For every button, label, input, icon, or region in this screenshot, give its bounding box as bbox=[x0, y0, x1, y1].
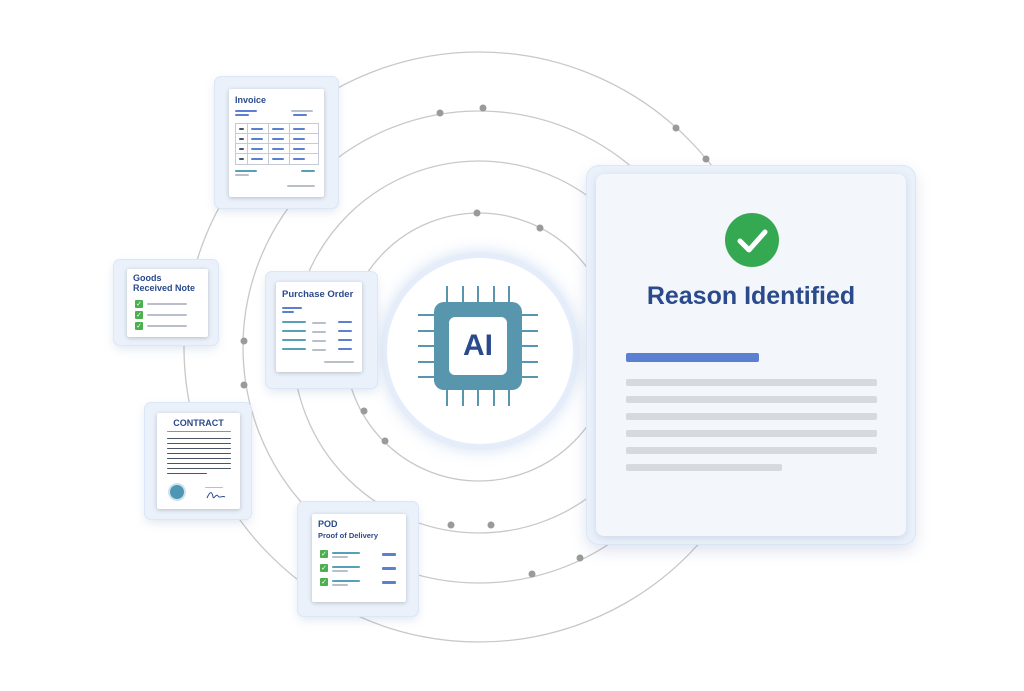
result-text-line bbox=[626, 413, 877, 420]
invoice-document: Invoice bbox=[229, 89, 324, 197]
checkbox-checked-icon: ✓ bbox=[135, 311, 143, 319]
purchase-order-document: Purchase Order bbox=[276, 282, 362, 372]
checkbox-checked-icon: ✓ bbox=[320, 578, 328, 586]
goods-received-note-title-line2: Received Note bbox=[133, 283, 196, 293]
result-text-line bbox=[626, 396, 877, 403]
orbit-dot bbox=[479, 104, 487, 112]
orbit-dot bbox=[702, 155, 710, 163]
orbit-dot bbox=[360, 407, 368, 415]
orbit-dot bbox=[528, 570, 536, 578]
orbit-dot bbox=[487, 521, 495, 529]
invoice-title: Invoice bbox=[235, 95, 267, 105]
orbit-dot bbox=[381, 437, 389, 445]
checkbox-checked-icon: ✓ bbox=[320, 564, 328, 572]
signature-icon bbox=[206, 492, 226, 499]
contract-document: CONTRACT bbox=[157, 413, 240, 509]
orbit-dot bbox=[436, 109, 444, 117]
orbit-dot bbox=[447, 521, 455, 529]
seal-icon bbox=[170, 485, 184, 499]
checkbox-checked-icon: ✓ bbox=[135, 322, 143, 330]
orbit-dot bbox=[473, 209, 481, 217]
pod-subtitle: Proof of Delivery bbox=[318, 531, 379, 540]
orbit-dot bbox=[576, 554, 584, 562]
orbit-dot bbox=[240, 381, 248, 389]
checkbox-checked-icon: ✓ bbox=[135, 300, 143, 308]
invoice-table bbox=[235, 123, 319, 165]
result-text-line bbox=[626, 430, 877, 437]
orbit-dot bbox=[536, 224, 544, 232]
orbit-dot bbox=[672, 124, 680, 132]
checkbox-checked-icon: ✓ bbox=[320, 550, 328, 558]
result-heading-bar bbox=[626, 353, 759, 362]
goods-received-note-title-line1: Goods bbox=[133, 273, 162, 283]
goods-received-note-document: Goods Received Note ✓ ✓ ✓ bbox=[127, 269, 208, 337]
pod-document: POD Proof of Delivery ✓ ✓ ✓ bbox=[312, 514, 406, 602]
result-text-line bbox=[626, 464, 782, 471]
pod-title: POD bbox=[318, 519, 338, 529]
contract-title: CONTRACT bbox=[173, 418, 224, 428]
result-title: Reason Identified bbox=[646, 282, 856, 310]
result-text-line bbox=[626, 447, 877, 454]
purchase-order-title: Purchase Order bbox=[282, 289, 354, 300]
orbit-dot bbox=[240, 337, 248, 345]
ai-chip-core bbox=[449, 317, 507, 375]
check-circle-icon bbox=[725, 213, 779, 267]
ai-chip-label: AI bbox=[463, 329, 493, 362]
result-text-line bbox=[626, 379, 877, 386]
